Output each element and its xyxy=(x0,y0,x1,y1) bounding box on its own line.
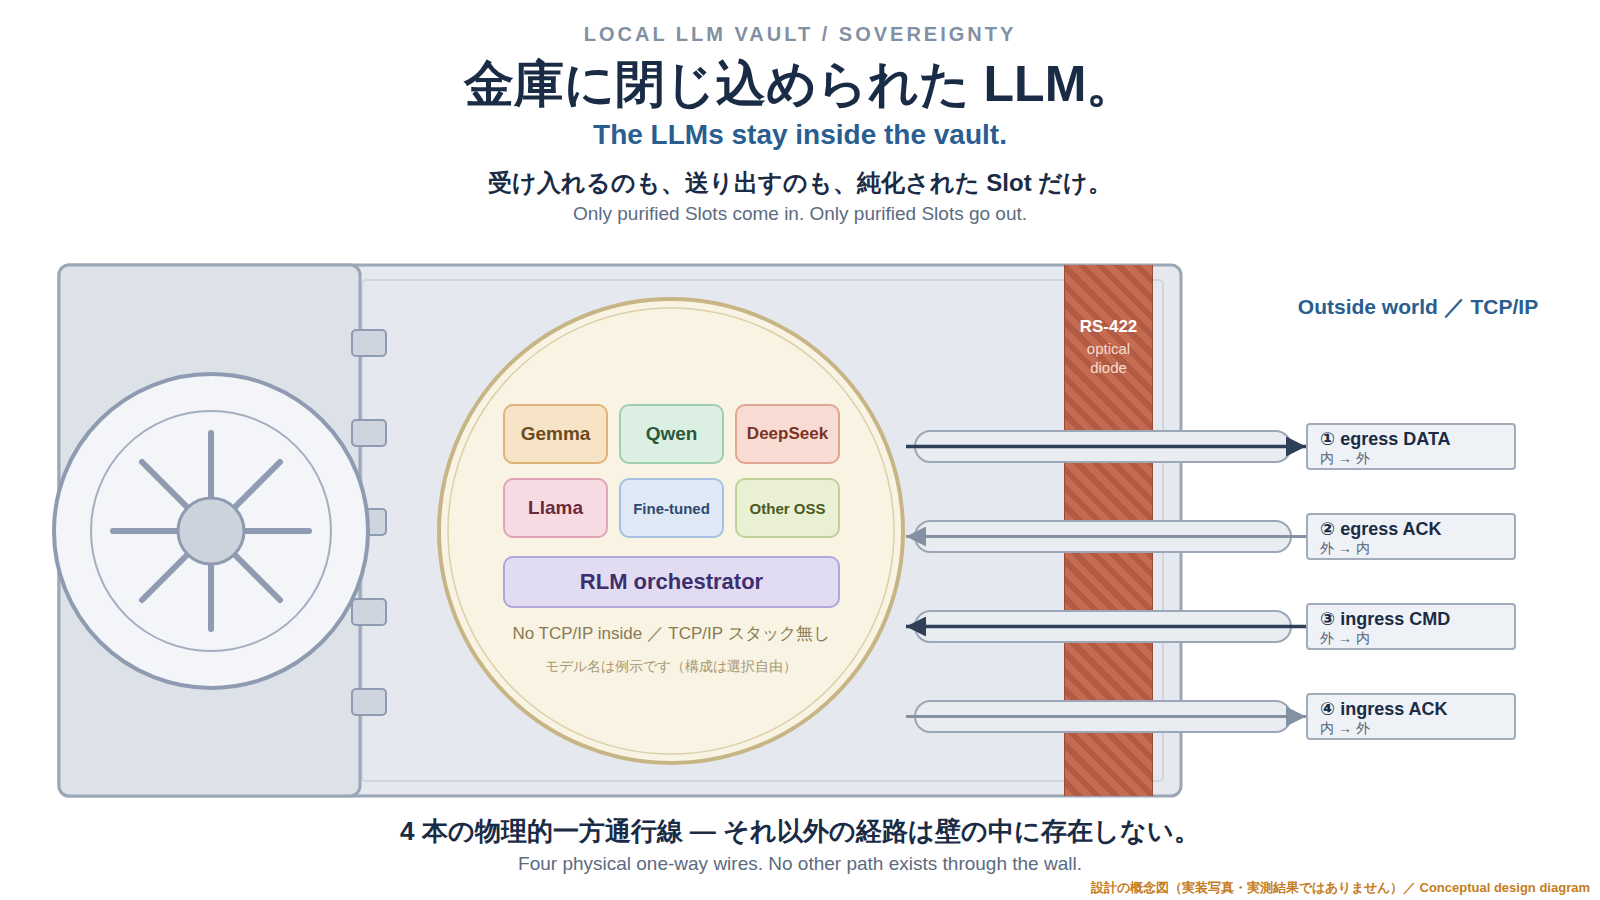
wire-tube xyxy=(915,701,1291,732)
direction-text: 内 → 外 xyxy=(1320,720,1514,737)
wire-arrow xyxy=(906,715,1306,718)
door-hinge xyxy=(352,330,386,356)
orchestrator-box: RLM orchestrator xyxy=(503,556,840,608)
diode-label: optical diode xyxy=(1077,339,1141,377)
note-text: No TCP/IP inside ／ TCP/IP スタック無し xyxy=(436,624,906,644)
direction-text: 外 → 内 xyxy=(1320,630,1514,647)
wheel-hub xyxy=(178,498,244,564)
model-box: Other OSS xyxy=(735,478,840,538)
door-hinge xyxy=(352,420,386,446)
model-box: Llama xyxy=(503,478,608,538)
direction-text: 外 → 内 xyxy=(1320,540,1514,557)
circle-inner-ring xyxy=(448,308,894,754)
model-box: Fine-tuned xyxy=(619,478,724,538)
door-wheel-ring xyxy=(91,411,331,651)
vault-core-circle: No TCP/IP inside ／ TCP/IP スタック無しモデル名は例示で… xyxy=(436,296,906,766)
eyebrow-label: LOCAL LLM VAULT / SOVEREIGNTY xyxy=(584,22,1017,46)
subtitle: 受け入れるのも、送り出すのも、純化された Slot だけ。 xyxy=(488,169,1113,198)
diode-label: RS-422 xyxy=(1065,317,1152,337)
door-hinge xyxy=(352,689,386,715)
model-name: DeepSeek xyxy=(747,424,828,444)
model-name: RLM orchestrator xyxy=(580,569,763,595)
wheel-spokes xyxy=(113,433,309,629)
caption: 4 本の物理的一方通行線 — それ以外の経路は壁の中に存在しない。 xyxy=(400,816,1200,847)
model-box: Qwen xyxy=(619,404,724,464)
direction-text: 内 → 外 xyxy=(1320,450,1514,467)
channel-box: ② egress ACK外 → 内 xyxy=(1306,513,1516,560)
zone-label: Outside world ／ TCP/IP xyxy=(1298,294,1538,319)
model-name: Fine-tuned xyxy=(633,500,710,517)
footnote: 設計の概念図（実装写真・実測結果ではありません）／ Conceptual des… xyxy=(1091,880,1590,896)
model-name: Gemma xyxy=(521,423,591,445)
circle-outline-ring xyxy=(439,299,903,763)
channel-name: ① egress DATA xyxy=(1320,428,1514,450)
wire-arrow xyxy=(906,625,1306,629)
wire-arrow xyxy=(906,535,1306,538)
channel-box: ① egress DATA内 → 外 xyxy=(1306,423,1516,470)
model-box: DeepSeek xyxy=(735,404,840,464)
channel-name: ② egress ACK xyxy=(1320,518,1514,540)
wire-tube xyxy=(915,521,1291,552)
subtitle: The LLMs stay inside the vault. xyxy=(593,118,1007,152)
subtitle: Only purified Slots come in. Only purifi… xyxy=(573,203,1027,226)
model-box: Gemma xyxy=(503,404,608,464)
channel-name: ④ ingress ACK xyxy=(1320,698,1514,720)
channel-box: ③ ingress CMD外 → 内 xyxy=(1306,603,1516,650)
caption-translation: Four physical one-way wires. No other pa… xyxy=(518,853,1082,876)
channel-name: ③ ingress CMD xyxy=(1320,608,1514,630)
model-name: Qwen xyxy=(646,423,698,445)
door-wheel xyxy=(54,374,368,688)
wire-arrow xyxy=(906,445,1306,449)
model-name: Other OSS xyxy=(750,500,826,517)
title: 金庫に閉じ込められた LLM。 xyxy=(464,54,1137,114)
channel-box: ④ ingress ACK内 → 外 xyxy=(1306,693,1516,740)
wire-tube xyxy=(915,431,1291,462)
model-name: Llama xyxy=(528,497,583,519)
door-hinge xyxy=(352,599,386,625)
wire-tube xyxy=(915,611,1291,642)
note-text: モデル名は例示です（構成は選択自由） xyxy=(436,656,906,676)
